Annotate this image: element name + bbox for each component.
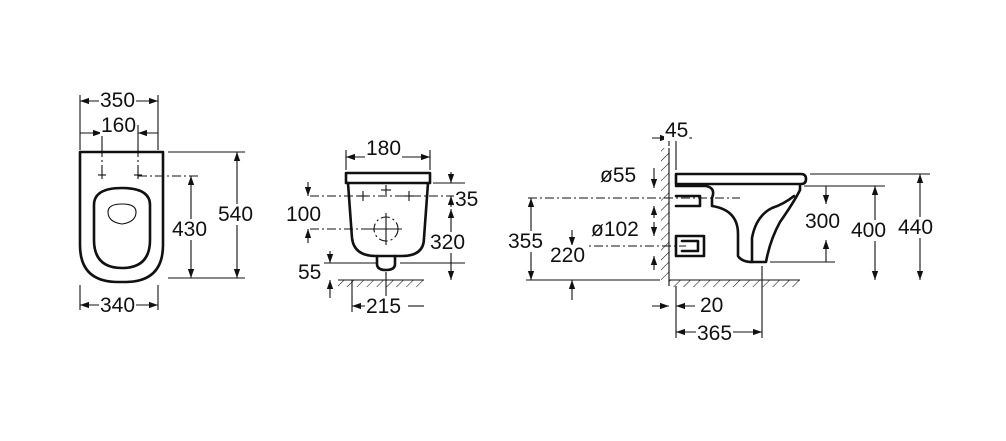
dim-front-430: 430 xyxy=(172,218,207,241)
rear-fixing-holes xyxy=(358,185,414,201)
front-fixing-holes xyxy=(98,171,142,179)
label-backing xyxy=(217,204,255,225)
label-backing xyxy=(100,115,138,136)
side-view: 45 ø55 ø102 355 220 300 400 440 20 365 xyxy=(507,119,935,345)
rear-view: 180 35 100 320 55 215 xyxy=(285,137,480,318)
label-backing xyxy=(897,217,935,238)
dim-side-365: 365 xyxy=(697,322,732,345)
label-backing xyxy=(365,296,403,317)
rear-floor-hatch xyxy=(338,280,424,287)
label-backing xyxy=(285,204,323,225)
label-backing xyxy=(699,295,725,316)
dim-side-440: 440 xyxy=(898,216,933,239)
label-backing xyxy=(99,295,137,316)
rear-body-outline xyxy=(346,181,430,258)
dim-rear-55: 55 xyxy=(298,261,321,284)
dim-rear-100: 100 xyxy=(286,203,321,226)
label-backing xyxy=(99,90,137,111)
dim-side-d55: ø55 xyxy=(600,164,636,187)
side-bowl-outline xyxy=(674,184,802,264)
dim-side-20: 20 xyxy=(700,294,723,317)
front-lid-recess xyxy=(107,203,137,225)
side-bowl-inner xyxy=(750,194,796,264)
side-inlet-pipe xyxy=(674,194,702,208)
label-backing xyxy=(599,165,638,186)
label-backing xyxy=(804,211,842,232)
rear-outlet xyxy=(375,254,397,272)
dim-front-340: 340 xyxy=(100,294,135,317)
side-floor-hatch xyxy=(669,280,800,287)
label-backing xyxy=(171,219,209,240)
front-bowl-outline xyxy=(78,150,165,284)
front-seat-opening xyxy=(92,186,152,270)
dim-rear-320: 320 xyxy=(430,231,465,254)
dim-side-45: 45 xyxy=(665,119,688,142)
front-view: 350 160 540 430 340 xyxy=(78,89,255,317)
rear-top-plate xyxy=(344,171,432,185)
label-backing xyxy=(850,220,888,241)
label-backing xyxy=(429,232,467,253)
label-backing xyxy=(365,138,403,159)
dim-side-d102: ø102 xyxy=(591,218,639,241)
dim-side-400: 400 xyxy=(851,219,886,242)
dim-rear-35: 35 xyxy=(455,188,478,211)
label-backing xyxy=(507,231,545,252)
label-backing xyxy=(454,189,480,210)
label-backing xyxy=(297,262,323,283)
side-wall-hatch xyxy=(661,148,669,280)
label-backing xyxy=(664,120,690,141)
dim-front-350: 350 xyxy=(100,89,135,112)
label-backing xyxy=(590,219,640,240)
dim-front-160: 160 xyxy=(101,114,136,137)
label-backing xyxy=(696,323,734,344)
dim-side-355: 355 xyxy=(508,230,543,253)
dim-side-300: 300 xyxy=(805,210,840,233)
side-seat-lid xyxy=(674,172,808,186)
dim-rear-180: 180 xyxy=(366,137,401,160)
dim-side-220: 220 xyxy=(550,244,585,267)
side-outlet-pipe xyxy=(674,234,706,258)
dim-front-540: 540 xyxy=(218,203,253,226)
label-backing xyxy=(549,245,587,266)
dim-rear-215: 215 xyxy=(366,295,401,318)
